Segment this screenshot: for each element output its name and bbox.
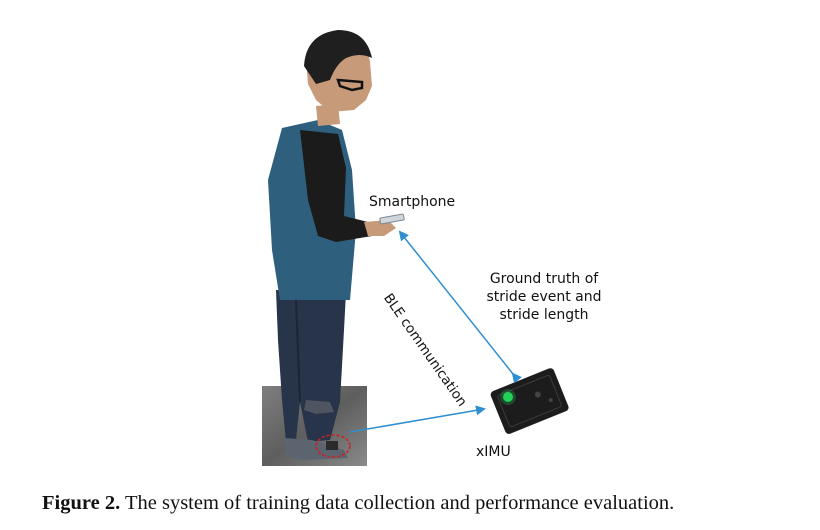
- caption-label: Figure 2.: [42, 492, 121, 514]
- ximu-led: [503, 392, 513, 402]
- ground-truth-line-3: stride length: [499, 307, 589, 323]
- ximu-label: xIMU: [476, 444, 511, 460]
- smartphone-label: Smartphone: [369, 194, 456, 210]
- figure-caption: Figure 2. The system of training data co…: [42, 492, 802, 515]
- sensor-arrow: [349, 405, 486, 433]
- shoe-sensor: [326, 441, 338, 450]
- ground-truth-label: Ground truth of stride event and stride …: [474, 270, 614, 324]
- hair: [304, 30, 372, 84]
- ground-truth-line-2: stride event and: [486, 289, 602, 305]
- hand: [364, 220, 396, 236]
- ble-arrow: [398, 230, 522, 384]
- ximu-device: [490, 368, 569, 434]
- shoe-sensor-marker: [315, 434, 351, 458]
- caption-text: The system of training data collection a…: [124, 492, 675, 514]
- right-shoe: [304, 400, 334, 414]
- sleeve: [300, 130, 372, 242]
- smartphone-device: [379, 213, 405, 225]
- ground-truth-line-1: Ground truth of: [489, 271, 599, 287]
- glasses: [336, 78, 364, 92]
- person-illustration: [268, 30, 405, 460]
